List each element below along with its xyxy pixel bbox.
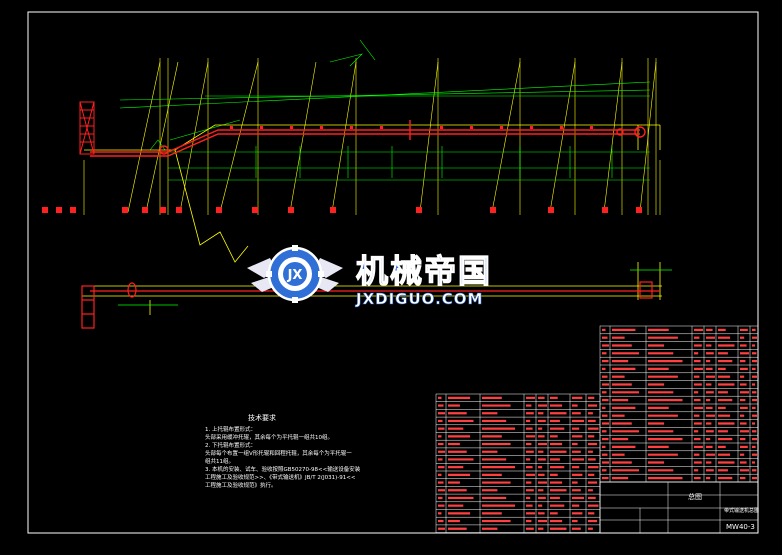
drawing-number-label: MW40-3 — [726, 523, 755, 531]
svg-text:JX: JX — [287, 268, 303, 283]
bom-fine-print — [438, 328, 757, 530]
title-block: 总图 带式输送机总图 MW40-3 — [599, 481, 759, 534]
tail-hopper — [79, 101, 95, 155]
dimension-lines — [119, 39, 651, 181]
drawing-type-label: 总图 — [688, 492, 702, 501]
station-lines — [159, 58, 657, 215]
parts-list — [435, 325, 759, 533]
technical-requirements: 技术要求 1. 上托辊布置形式： 头部采用缓冲托辊，其余每个为平托辊一组共10组… — [205, 413, 361, 489]
watermark-en-text: JXDIGUO.COM — [355, 290, 483, 308]
plan-view — [81, 262, 672, 329]
notes-line: 工程施工及验收规范>>、《带式输送机》JB/T 2(J031)-91<< — [205, 473, 356, 481]
notes-line: 1. 上托辊布置形式： — [205, 425, 256, 433]
watermark-logo: JX 机械帝国 JXDIGUO.COM — [247, 245, 492, 308]
project-name-label: 带式输送机总图 — [724, 507, 759, 514]
leader-lines — [127, 61, 657, 213]
idlers — [230, 126, 593, 129]
notes-line: 头部采用缓冲托辊，其余每个为平托辊一组共10组。 — [205, 433, 333, 441]
bom-grid — [599, 325, 759, 483]
notes-line: 2. 下托辊布置形式： — [205, 441, 256, 449]
ground-marks — [42, 207, 642, 213]
elevation-view — [42, 39, 661, 263]
bom-grid — [435, 393, 601, 533]
conveyor-belt — [90, 120, 646, 157]
drawing-border — [27, 11, 759, 534]
support-frame — [84, 124, 661, 263]
notes-line: 3. 本机的安装、试车、验收按照GB50270-98<<输送设备安装 — [205, 465, 361, 473]
notes-title: 技术要求 — [248, 413, 276, 422]
notes-line: 头部每个布置一组V形托辊和回程托辊，其余每个为平托辊一 — [205, 449, 352, 457]
gear-icon: JX — [247, 245, 343, 303]
watermark-cn-text: 机械帝国 — [356, 252, 492, 290]
notes-line: 组共11组。 — [205, 457, 234, 465]
notes-line: 工程施工及验收规范》执行。 — [205, 481, 277, 489]
